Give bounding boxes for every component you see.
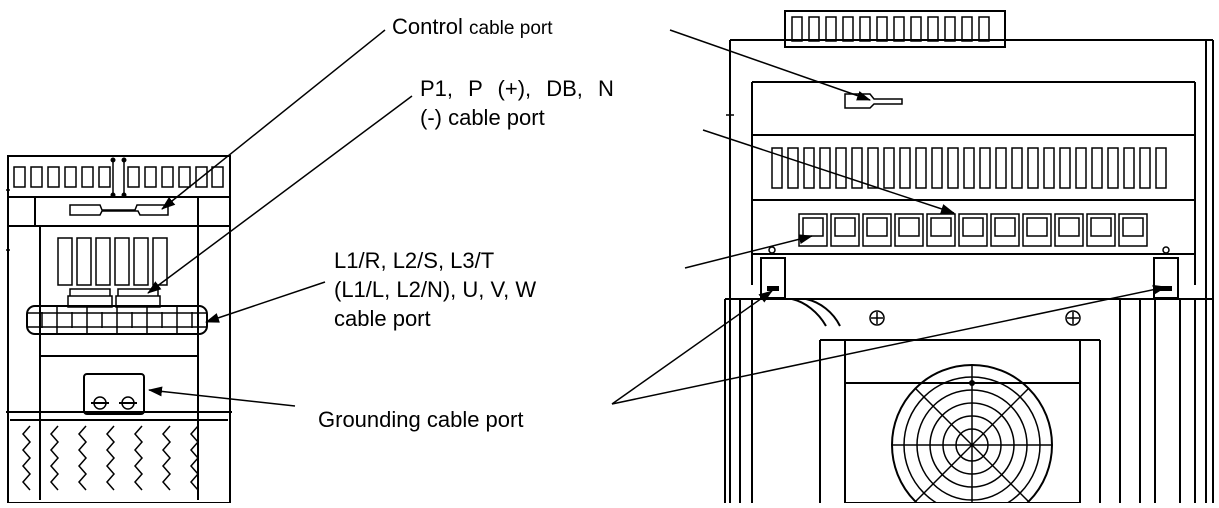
dc-bus-label-line1: P1, P (+), DB, N xyxy=(420,76,614,101)
small-inverter-top-vents xyxy=(13,157,224,198)
small-main-terminal-block xyxy=(26,305,208,335)
small-dc-terminals xyxy=(67,288,161,308)
grounding-cable-port-label: Grounding cable port xyxy=(318,407,524,432)
large-control-slot xyxy=(844,93,903,109)
main-port-leader-left xyxy=(205,281,326,323)
small-heatsink-fins xyxy=(22,425,199,491)
leader-lines xyxy=(147,29,1167,407)
large-inverter-top-vents xyxy=(784,10,1006,48)
large-inverter-cable xyxy=(791,298,827,327)
dc-bus-cable-port-label: P1, P (+), DB, N (-) cable port xyxy=(420,74,614,132)
main-circuit-cable-port-label: L1/R, L2/S, L3/T (L1/L, L2/N), U, V, W c… xyxy=(334,246,536,333)
ground-port-leader-right xyxy=(611,284,1167,405)
ground-port-leader-left xyxy=(148,386,296,407)
large-inverter-middle-vents xyxy=(771,147,1167,189)
dc-bus-label-line2: (-) cable port xyxy=(420,105,545,130)
control-cable-port-label-lead: Control xyxy=(392,14,463,39)
small-inverter-middle-vents xyxy=(57,237,168,286)
small-ground-terminal xyxy=(83,373,145,415)
main-circuit-label-line1: L1/R, L2/S, L3/T xyxy=(334,248,495,273)
main-port-leader-right xyxy=(684,234,813,269)
control-port-leader-right xyxy=(669,29,871,101)
screw-icon xyxy=(869,310,885,326)
dc-port-leader-left xyxy=(147,95,413,294)
small-inverter-drawing xyxy=(6,155,232,504)
ground-port-leader-middle xyxy=(611,290,773,405)
control-cable-port-label-tail: cable port xyxy=(469,18,553,39)
small-control-slot xyxy=(69,204,169,216)
dc-port-leader-right xyxy=(702,129,955,214)
screw-icon xyxy=(1065,310,1081,326)
small-inverter-body xyxy=(7,155,231,504)
large-inverter-drawing xyxy=(724,10,1214,508)
large-terminal-block xyxy=(798,213,1148,247)
control-port-leader-left xyxy=(161,29,386,210)
main-circuit-label-line3: cable port xyxy=(334,306,431,331)
main-circuit-label-line2: (L1/L, L2/N), U, V, W xyxy=(334,277,537,302)
control-cable-port-label: Control cable port xyxy=(392,12,553,43)
cooling-fan-icon xyxy=(844,364,1081,508)
